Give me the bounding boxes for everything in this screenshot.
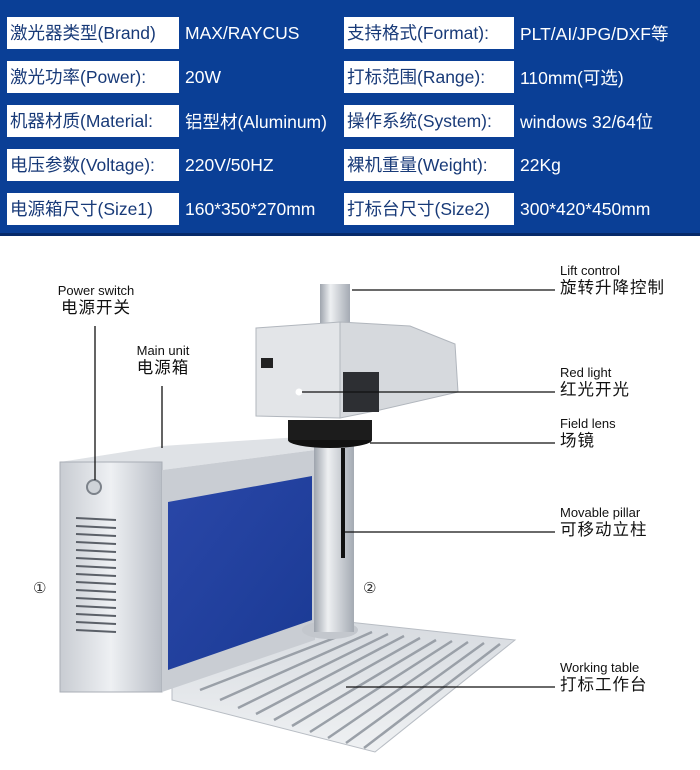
annotation-zh: 电源箱: [136, 359, 190, 377]
annotation-field-lens: Field lens 场镜: [560, 416, 616, 451]
annotation-en: Power switch: [57, 283, 135, 298]
spec-label: 打标台尺寸(Size2): [344, 193, 514, 225]
annotation-working-table: Working table 打标工作台: [560, 660, 648, 695]
spec-label: 打标范围(Range):: [344, 61, 514, 93]
annotation-en: Working table: [560, 660, 640, 675]
spec-row-format: 支持格式(Format): PLT/AI/JPG/DXF等: [344, 17, 668, 49]
spec-row-material: 机器材质(Material: 铝型材(Aluminum): [7, 105, 327, 137]
spec-row-size2: 打标台尺寸(Size2) 300*420*450mm: [344, 193, 650, 225]
spec-value: windows 32/64位: [520, 111, 654, 132]
panel-divider: [0, 233, 700, 236]
annotation-main-unit: Main unit 电源箱: [122, 343, 204, 378]
spec-label: 电源箱尺寸(Size1): [7, 193, 179, 225]
annotation-red-light: Red light 红光开光: [560, 365, 630, 400]
spec-row-system: 操作系统(System): windows 32/64位: [344, 105, 653, 137]
spec-value: 110mm(可选): [520, 67, 624, 88]
spec-row-brand: 激光器类型(Brand) MAX/RAYCUS: [7, 17, 299, 49]
annotation-zh: 可移动立柱: [560, 521, 648, 539]
spec-panel: 激光器类型(Brand) MAX/RAYCUS 激光功率(Power): 20W…: [0, 0, 700, 236]
spec-value: 22Kg: [520, 154, 561, 175]
power-box: [59, 436, 315, 693]
annotation-zh: 场镜: [560, 432, 595, 450]
spec-value: 160*350*270mm: [185, 198, 316, 219]
spec-value: MAX/RAYCUS: [185, 22, 300, 43]
spec-label: 操作系统(System):: [344, 105, 514, 137]
spec-label: 机器材质(Material:: [7, 105, 179, 137]
annotation-en: Movable pillar: [560, 505, 641, 520]
annotation-zh: 打标工作台: [560, 676, 648, 694]
laser-head: [255, 321, 459, 448]
marker-two: ②: [363, 580, 377, 597]
spec-row-range: 打标范围(Range): 110mm(可选): [344, 61, 624, 93]
annotation-power-switch: Power switch 电源开关: [44, 283, 148, 318]
spec-row-weight: 裸机重量(Weight): 22Kg: [344, 149, 561, 181]
spec-row-power: 激光功率(Power): 20W: [7, 61, 221, 93]
spec-label: 裸机重量(Weight):: [344, 149, 514, 181]
spec-value: 铝型材(Aluminum): [185, 111, 327, 132]
spec-label: 激光器类型(Brand): [7, 17, 179, 49]
annotation-en: Red light: [560, 365, 612, 380]
spec-label: 支持格式(Format):: [344, 17, 514, 49]
spec-value: PLT/AI/JPG/DXF等: [520, 23, 669, 44]
spec-row-voltage: 电压参数(Voltage): 220V/50HZ: [7, 149, 274, 181]
spec-label: 激光功率(Power):: [7, 61, 179, 93]
spec-value: 300*420*450mm: [520, 198, 651, 219]
annotation-lift-control: Lift control 旋转升降控制: [560, 263, 665, 298]
annotation-en: Lift control: [560, 263, 620, 278]
spec-label: 电压参数(Voltage):: [7, 149, 179, 181]
annotation-zh: 红光开光: [560, 381, 630, 399]
annotation-zh: 旋转升降控制: [560, 279, 665, 297]
laser-machine-illustration: [59, 284, 555, 753]
marker-one: ①: [33, 580, 47, 597]
annotation-en: Main unit: [136, 343, 190, 358]
spec-value: 220V/50HZ: [185, 154, 274, 175]
annotation-en: Field lens: [560, 416, 616, 431]
movable-pillar: [302, 284, 358, 639]
spec-value: 20W: [185, 66, 221, 87]
spec-row-size1: 电源箱尺寸(Size1) 160*350*270mm: [7, 193, 315, 225]
annotation-movable-pillar: Movable pillar 可移动立柱: [560, 505, 648, 540]
annotation-zh: 电源开关: [61, 299, 131, 317]
